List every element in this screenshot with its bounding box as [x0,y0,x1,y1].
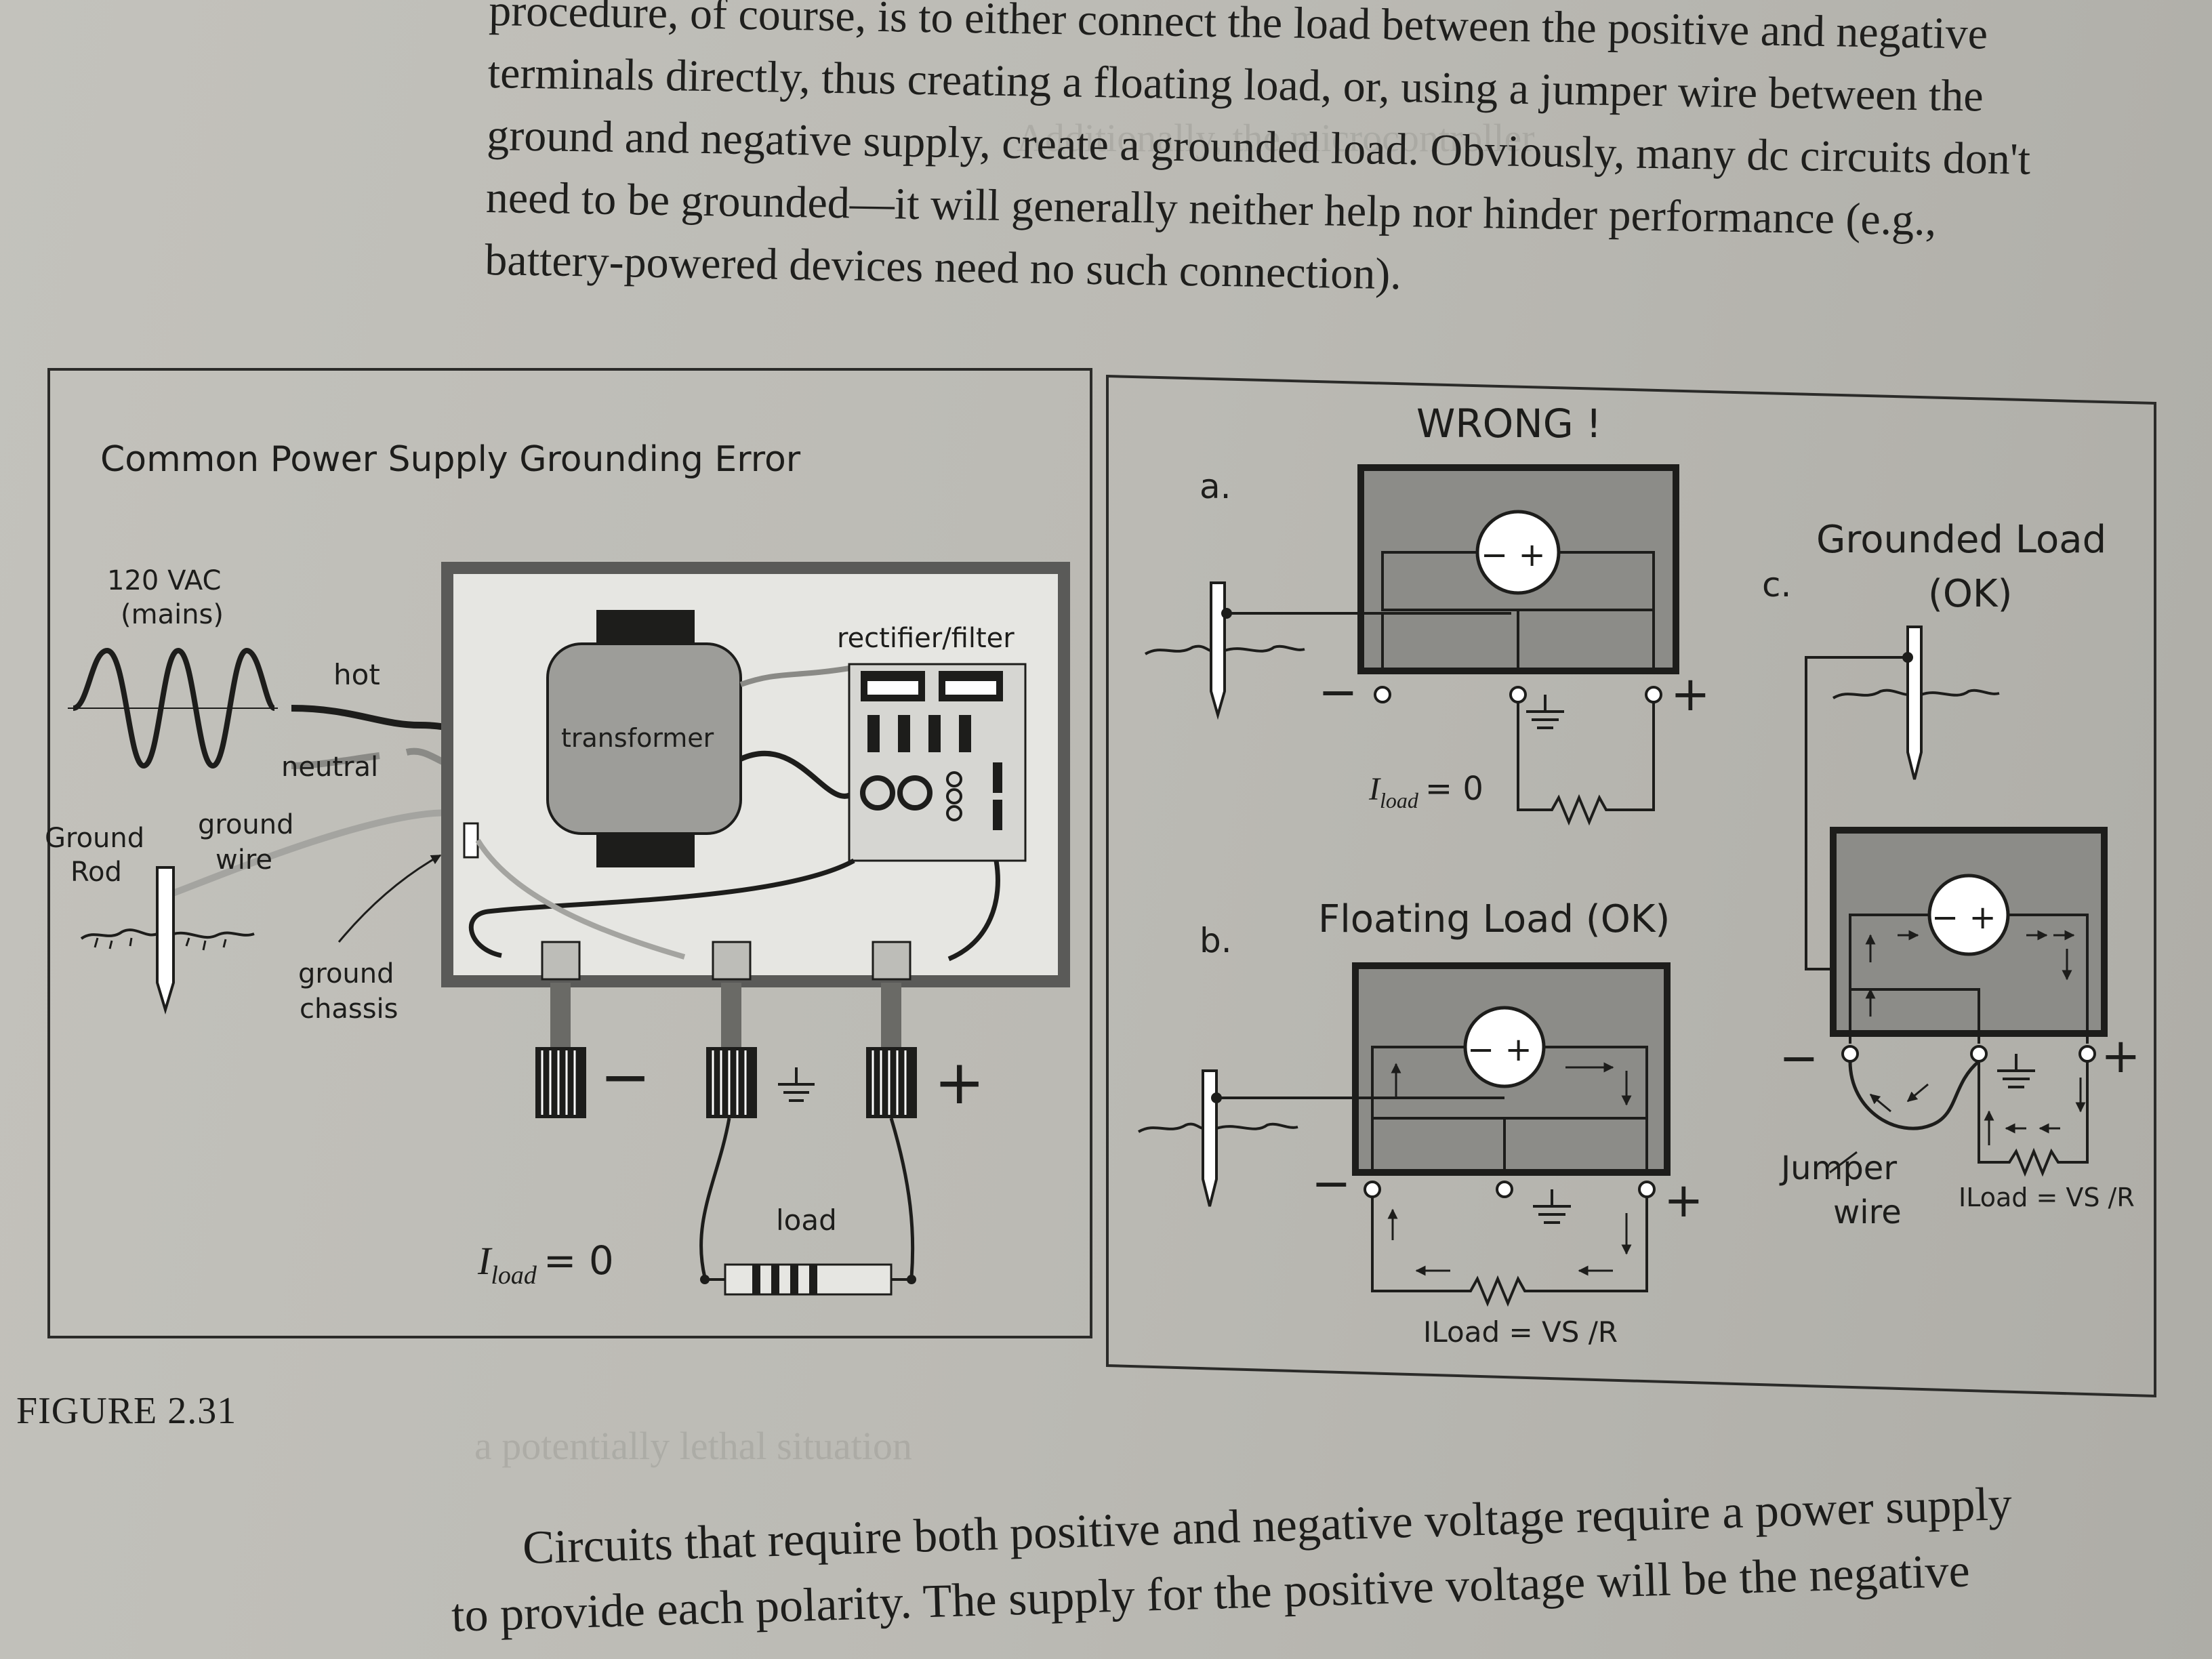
ground-chassis-label: ground [298,958,394,989]
load-current-b: ILoad = VS /R [1423,1315,1618,1349]
minus-terminal-b: − [1311,1155,1351,1211]
transformer-label: transformer [561,723,714,753]
ground-rod-icon [80,866,255,1015]
figure-caption: FIGURE 2.31 [16,1390,237,1432]
wrong-label: WRONG ! [1416,401,1601,447]
load-current-a: Iload= 0 [1368,770,1483,813]
binding-post-plus [866,941,917,1118]
terminal-plus-b [1638,1181,1656,1198]
jumper-wire-label: Jumper [1779,1149,1897,1187]
diagram-a-supply: − + [1357,464,1679,674]
left-panel-frame [47,368,1092,1338]
current-arrow [1869,1093,1891,1113]
binding-post-ground [706,941,757,1118]
rectifier-filter-board [848,663,1027,862]
ground-rod-icon-b [1137,1069,1298,1207]
diagram-b-label: b. [1200,921,1232,960]
jumper-pointer [1829,1151,1858,1174]
grounded-load-title: Grounded Load [1816,518,2106,562]
terminal-minus-b [1364,1181,1381,1198]
secondary-wire-bottom [739,751,856,799]
secondary-wire-top [739,665,855,687]
chassis-pointer-arrow [337,854,442,943]
jumper-wire [1848,1060,1980,1130]
terminal-plus-c [2078,1045,2096,1063]
minus-terminal-c: − [1779,1030,1819,1086]
load-circuit-b [1371,1197,1648,1307]
load-lead-right [889,1118,915,1278]
mains-label: (mains) [121,599,224,630]
ground-symbol-icon-c [1997,1054,2035,1088]
bleed-through-text: a potentially lethal situation [474,1424,912,1468]
load-current-label: Iload= 0 [477,1237,614,1290]
diagram-a-label: a. [1200,467,1231,506]
hot-label: hot [333,658,380,691]
terminal-ground-a [1509,686,1527,703]
right-panel-frame [1106,374,2156,1398]
ground-lug [463,822,479,859]
ground-rod-label: Ground [45,823,144,854]
ground-symbol-icon-a [1526,695,1564,729]
terminal-minus-c [1841,1045,1859,1063]
load-label: load [776,1204,837,1237]
left-panel: Common Power Supply Grounding Error 120 … [45,368,1092,1338]
minus-terminal-label: − [600,1042,651,1113]
transformer [546,642,742,835]
neutral-label: neutral [281,752,378,783]
plus-terminal-label: + [934,1047,985,1118]
ground-symbol-icon-b [1533,1189,1571,1224]
left-panel-title: Common Power Supply Grounding Error [100,439,801,480]
diagram-b-supply: − + [1352,962,1671,1176]
diagram-c-supply: − + [1830,827,2108,1044]
current-arrow [1906,1083,1929,1103]
terminal-plus-a [1645,686,1662,703]
binding-post-minus [535,941,586,1118]
grounded-load-ok: (OK) [1928,572,2013,616]
output-wire-ground [475,838,686,960]
plus-terminal-b: + [1664,1172,1704,1228]
load-current-c: ILoad = VS /R [1959,1183,2135,1212]
ground-chassis-label-2: chassis [300,994,398,1025]
load-resistor [700,1263,916,1296]
load-circuit-c [1978,1061,2089,1177]
supply-polarity-a: − + [1481,536,1546,574]
terminal-ground-c [1970,1045,1988,1063]
ground-rod-icon-c [1832,626,2000,780]
load-lead-left [699,1118,731,1278]
terminal-ground-b [1496,1181,1513,1198]
load-circuit-a [1517,702,1655,826]
mains-voltage-label: 120 VAC [107,565,221,596]
jumper-wire-label-2: wire [1833,1193,1902,1231]
minus-terminal-a: − [1318,664,1358,720]
ground-rod-label-2: Rod [70,857,122,888]
ground-symbol-icon [778,1067,815,1102]
floating-load-title: Floating Load (OK) [1318,897,1670,941]
terminal-minus-a [1374,686,1391,703]
plus-terminal-c: + [2101,1028,2141,1084]
ground-wire-label-2: wire [216,844,272,876]
ac-sine-wave [72,647,276,769]
rectifier-filter-label: rectifier/filter [837,623,1015,654]
ground-rod-icon-a [1144,581,1305,720]
supply-polarity-b: − + [1467,1031,1532,1069]
supply-polarity-c: − + [1931,899,1996,937]
output-wire-plus [947,860,1000,962]
right-panel: WRONG ! a. − + − [1106,374,2156,1398]
bleed-through-text: Additionally, the microcontroller [1017,116,1535,160]
ground-wire-label: ground [198,809,294,840]
plus-terminal-a: + [1671,666,1711,722]
neutral-wire-outside [291,752,380,769]
diagram-c-label: c. [1762,565,1791,605]
